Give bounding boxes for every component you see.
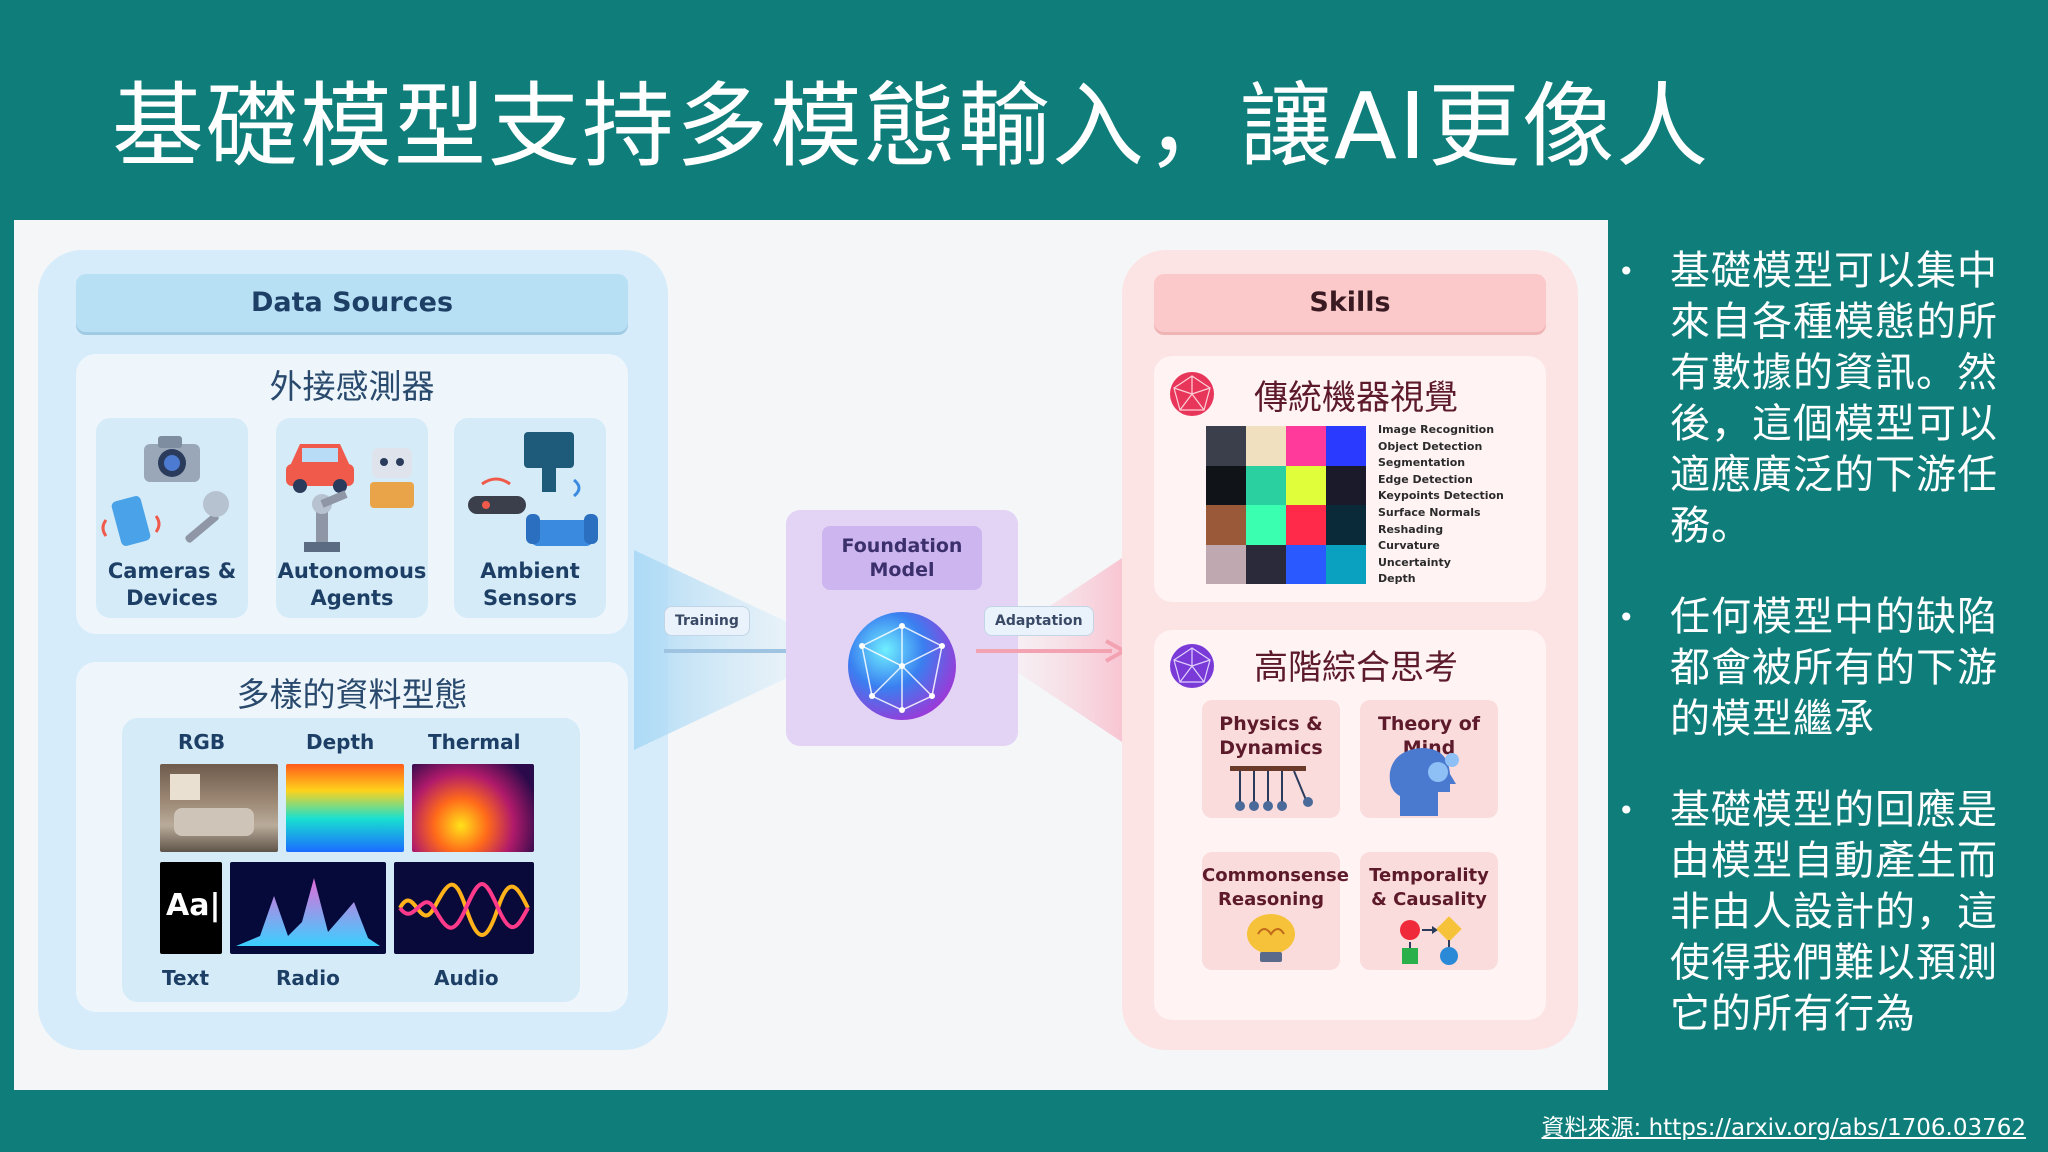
cv-task-images	[1206, 426, 1366, 584]
data-types-title: 多樣的資料型態	[236, 675, 468, 714]
audio-image	[394, 862, 534, 954]
text-image: Aa|	[160, 862, 222, 954]
foundation-model-header: Foundation Model	[822, 526, 982, 590]
skills-panel: Skills 傳統機器視覺 Image Recognition Object D…	[1122, 250, 1578, 1050]
adaptation-arrow-icon	[976, 639, 1126, 663]
type-label-rgb: RGB	[178, 730, 226, 754]
bullet-list: •基礎模型可以集中來自各種模態的所有數據的資訊。然後，這個模型可以適應廣泛的下游…	[1616, 246, 2036, 1080]
skill-card-commonsense: Commonsense Reasoning	[1202, 852, 1349, 970]
sensors-title: 外接感測器	[269, 367, 435, 406]
car-robot-icon	[286, 444, 414, 552]
skills-header: Skills	[1154, 274, 1546, 332]
sensors-box: 外接感測器 Cameras & Devices	[76, 354, 628, 634]
thermal-image	[412, 764, 534, 852]
type-label-audio: Audio	[434, 966, 499, 990]
slide-title: 基礎模型支持多模態輸入，讓AI更像人	[112, 73, 1711, 180]
data-sources-panel: Data Sources 外接感測器 Cameras & Devices	[38, 250, 668, 1050]
bullet-item: •基礎模型可以集中來自各種模態的所有數據的資訊。然後，這個模型可以適應廣泛的下游…	[1618, 248, 1998, 549]
sensor-card-cameras: Cameras & Devices	[96, 418, 248, 618]
skill-card-physics: Physics & Dynamics	[1202, 700, 1340, 818]
reasoning-sphere-icon	[1170, 644, 1214, 688]
reasoning-box: 高階綜合思考 Physics & Dynamics Theory of Mind…	[1154, 630, 1546, 1020]
training-label: Training	[664, 606, 750, 636]
radio-image	[230, 862, 386, 954]
sensor-label: Ambient Sensors	[480, 559, 580, 610]
brain-bulb-icon	[1247, 914, 1295, 962]
foundation-model-box: Foundation Model	[786, 510, 1018, 746]
ambient-sensors-icon	[468, 432, 598, 546]
source-link[interactable]: 資料來源: https://arxiv.org/abs/1706.03762	[1541, 1115, 2026, 1141]
adaptation-label: Adaptation	[984, 606, 1094, 636]
cv-sphere-icon	[1170, 372, 1214, 416]
computer-vision-box: 傳統機器視覺 Image Recognition Object Detectio…	[1154, 356, 1546, 602]
data-sources-header: Data Sources	[76, 274, 628, 332]
flowchart-icon	[1400, 916, 1462, 965]
type-label-depth: Depth	[306, 730, 375, 754]
cv-task-list: Image Recognition Object Detection Segme…	[1378, 423, 1504, 586]
newton-cradle-icon	[1230, 766, 1313, 811]
type-label-thermal: Thermal	[428, 730, 521, 754]
bullet-item: •任何模型中的缺陷都會被所有的下游的模型繼承	[1618, 594, 1998, 742]
foundation-model-figure: Data Sources 外接感測器 Cameras & Devices	[14, 220, 1608, 1090]
type-label-radio: Radio	[276, 966, 340, 990]
reasoning-title: 高階綜合思考	[1254, 648, 1458, 688]
sensor-label: Cameras & Devices	[107, 559, 237, 610]
sensor-label: Autonomous Agents	[277, 559, 427, 610]
skill-card-theory-of-mind: Theory of Mind	[1360, 700, 1498, 818]
camera-devices-icon	[101, 436, 229, 546]
data-types-grid: RGB Depth Thermal Aa|	[122, 718, 580, 1002]
data-types-box: 多樣的資料型態 RGB Depth Thermal Aa|	[76, 662, 628, 1012]
rgb-image	[160, 764, 278, 852]
sensor-card-agents: Autonomous Agents	[276, 418, 428, 618]
head-gears-icon	[1389, 748, 1459, 816]
skill-card-temporality: Temporality & Causality	[1360, 852, 1498, 970]
cv-title: 傳統機器視覺	[1254, 378, 1458, 418]
sensor-card-ambient: Ambient Sensors	[454, 418, 606, 618]
depth-image	[286, 764, 404, 852]
bullet-item: •基礎模型的回應是由模型自動產生而非由人設計的，這使得我們難以預測它的所有行為	[1618, 787, 1998, 1037]
type-label-text: Text	[162, 966, 210, 990]
globe-network-icon	[848, 612, 956, 720]
